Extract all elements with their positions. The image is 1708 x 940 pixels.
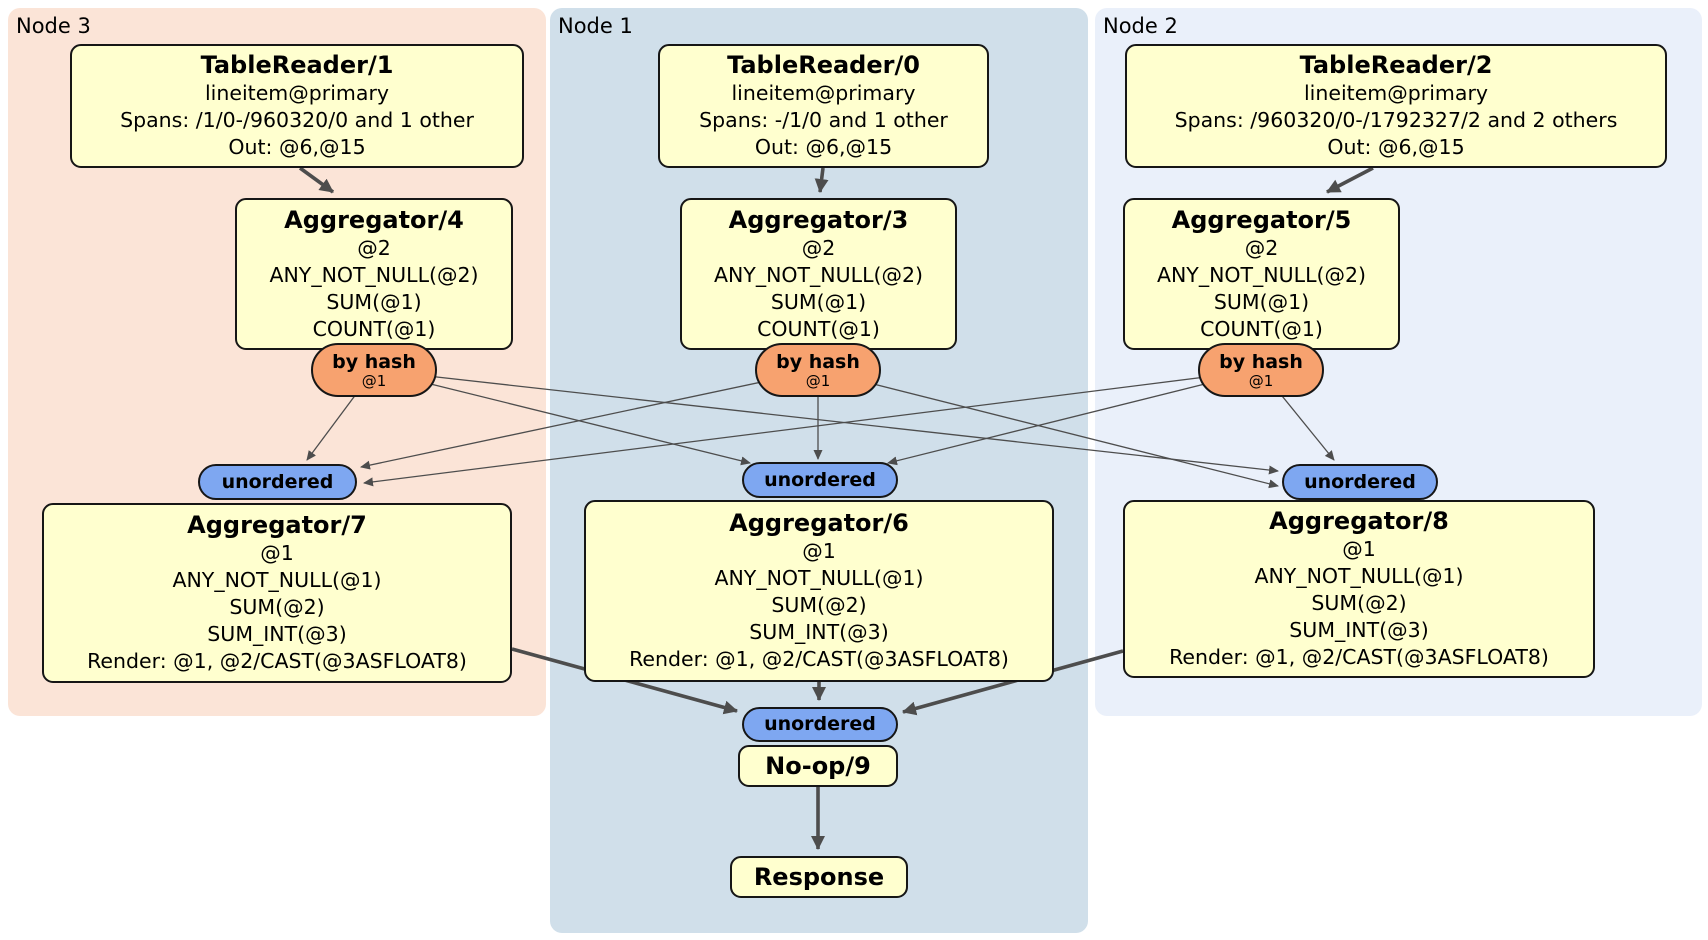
processor-line: @2 [801,235,836,260]
edge-byhash3-unordered8 [817,369,1279,489]
processor-line: SUM(@1) [770,289,867,314]
processor-line: COUNT(@1) [757,316,880,341]
processor-response: Response [730,856,908,898]
processor-aggregator-7: Aggregator/7 @1 ANY_NOT_NULL(@1) SUM(@2)… [42,503,512,683]
processor-line: @2 [357,235,391,260]
router-by-hash-node2: by hash @1 [1198,343,1324,397]
processor-line: @2 [1244,235,1279,260]
edge-byhash5-unordered7 [363,369,1262,487]
processor-tablereader-0: TableReader/0 lineitem@primary Spans: -/… [658,44,989,168]
processor-title: No-op/9 [765,751,871,780]
sync-label: unordered [764,713,876,735]
processor-noop-9: No-op/9 [738,745,898,787]
sync-label: unordered [1304,470,1416,493]
sync-unordered-node1: unordered [742,462,898,498]
processor-line: COUNT(@1) [1200,316,1323,341]
processor-aggregator-6: Aggregator/6 @1 ANY_NOT_NULL(@1) SUM(@2)… [584,500,1054,682]
processor-line: Out: @6,@15 [1327,135,1465,159]
processor-line: COUNT(@1) [312,316,436,341]
processor-line: Out: @6,@15 [228,135,366,159]
edge-tablereader2-aggregator5 [1326,166,1374,194]
processor-line: SUM(@2) [771,593,867,617]
sync-unordered-final: unordered [742,707,898,742]
processor-line: @1 [1342,537,1376,561]
sync-unordered-node3: unordered [198,464,357,500]
processor-line: lineitem@primary [1303,81,1489,105]
processor-aggregator-4: Aggregator/4 @2 ANY_NOT_NULL(@2) SUM(@1)… [235,198,513,350]
processor-line: Render: @1, @2/CAST(@3ASFLOAT8) [1169,645,1549,669]
processor-line: ANY_NOT_NULL(@2) [713,262,924,287]
router-label: by hash [1219,350,1303,373]
router-label: by hash [776,350,860,373]
processor-title: Aggregator/4 [284,205,464,234]
processor-line: Render: @1, @2/CAST(@3ASFLOAT8) [87,649,467,673]
processor-line: SUM(@1) [1213,289,1310,314]
processor-line: ANY_NOT_NULL(@1) [1254,564,1464,588]
region-label-node1: Node 1 [558,14,633,38]
processor-line: SUM_INT(@3) [207,622,347,646]
processor-title: TableReader/2 [1299,51,1493,79]
processor-line: ANY_NOT_NULL(@2) [1156,262,1367,287]
region-label-node3: Node 3 [16,14,91,38]
processor-line: SUM(@2) [1311,591,1407,615]
processor-title: Aggregator/7 [187,511,367,539]
edge-tablereader0-aggregator3 [814,167,829,193]
processor-aggregator-8: Aggregator/8 @1 ANY_NOT_NULL(@1) SUM(@2)… [1123,500,1595,678]
processor-line: Spans: /1/0-/960320/0 and 1 other [120,108,474,132]
edge-byhash5-unordered6 [887,369,1262,466]
processor-title: Aggregator/6 [729,509,909,537]
processor-tablereader-1: TableReader/1 lineitem@primary Spans: /1… [70,44,524,168]
processor-tablereader-2: TableReader/2 lineitem@primary Spans: /9… [1125,44,1667,168]
processor-line: ANY_NOT_NULL(@1) [714,566,924,590]
edge-byhash4-unordered6 [373,369,751,466]
processor-line: Out: @6,@15 [754,135,893,159]
router-detail: @1 [805,371,831,390]
processor-line: lineitem@primary [204,81,390,105]
processor-line: @1 [802,539,836,563]
processor-title: Aggregator/3 [728,205,909,234]
router-detail: @1 [1248,371,1274,390]
processor-line: ANY_NOT_NULL(@1) [172,568,382,592]
processor-title: TableReader/1 [200,51,394,79]
router-label: by hash [332,350,416,373]
router-by-hash-node3: by hash @1 [311,343,437,397]
processor-line: lineitem@primary [731,81,916,105]
region-label-node2: Node 2 [1103,14,1178,38]
edge-byhash3-unordered7 [360,369,819,470]
processor-title: Aggregator/8 [1269,507,1449,535]
edge-tablereader1-aggregator4 [298,166,335,194]
router-by-hash-node1: by hash @1 [755,343,881,397]
sync-label: unordered [221,470,334,493]
processor-line: SUM_INT(@3) [1289,618,1429,642]
processor-line: SUM_INT(@3) [749,620,889,644]
processor-line: ANY_NOT_NULL(@2) [269,262,479,287]
processor-line: Spans: /960320/0-/1792327/2 and 2 others [1174,108,1618,132]
processor-aggregator-3: Aggregator/3 @2 ANY_NOT_NULL(@2) SUM(@1)… [680,198,957,350]
sync-unordered-node2: unordered [1282,464,1438,500]
processor-line: Render: @1, @2/CAST(@3ASFLOAT8) [629,647,1009,671]
processor-title: Aggregator/5 [1171,205,1352,234]
processor-aggregator-5: Aggregator/5 @2 ANY_NOT_NULL(@2) SUM(@1)… [1123,198,1400,350]
processor-line: Spans: -/1/0 and 1 other [699,108,948,132]
edge-byhash4-unordered8 [373,369,1279,475]
processor-line: @1 [260,541,294,565]
processor-line: SUM(@2) [229,595,325,619]
processor-title: TableReader/0 [727,51,920,79]
processor-line: SUM(@1) [326,289,422,314]
processor-title: Response [753,862,885,891]
router-detail: @1 [361,371,387,390]
sync-label: unordered [764,468,876,491]
